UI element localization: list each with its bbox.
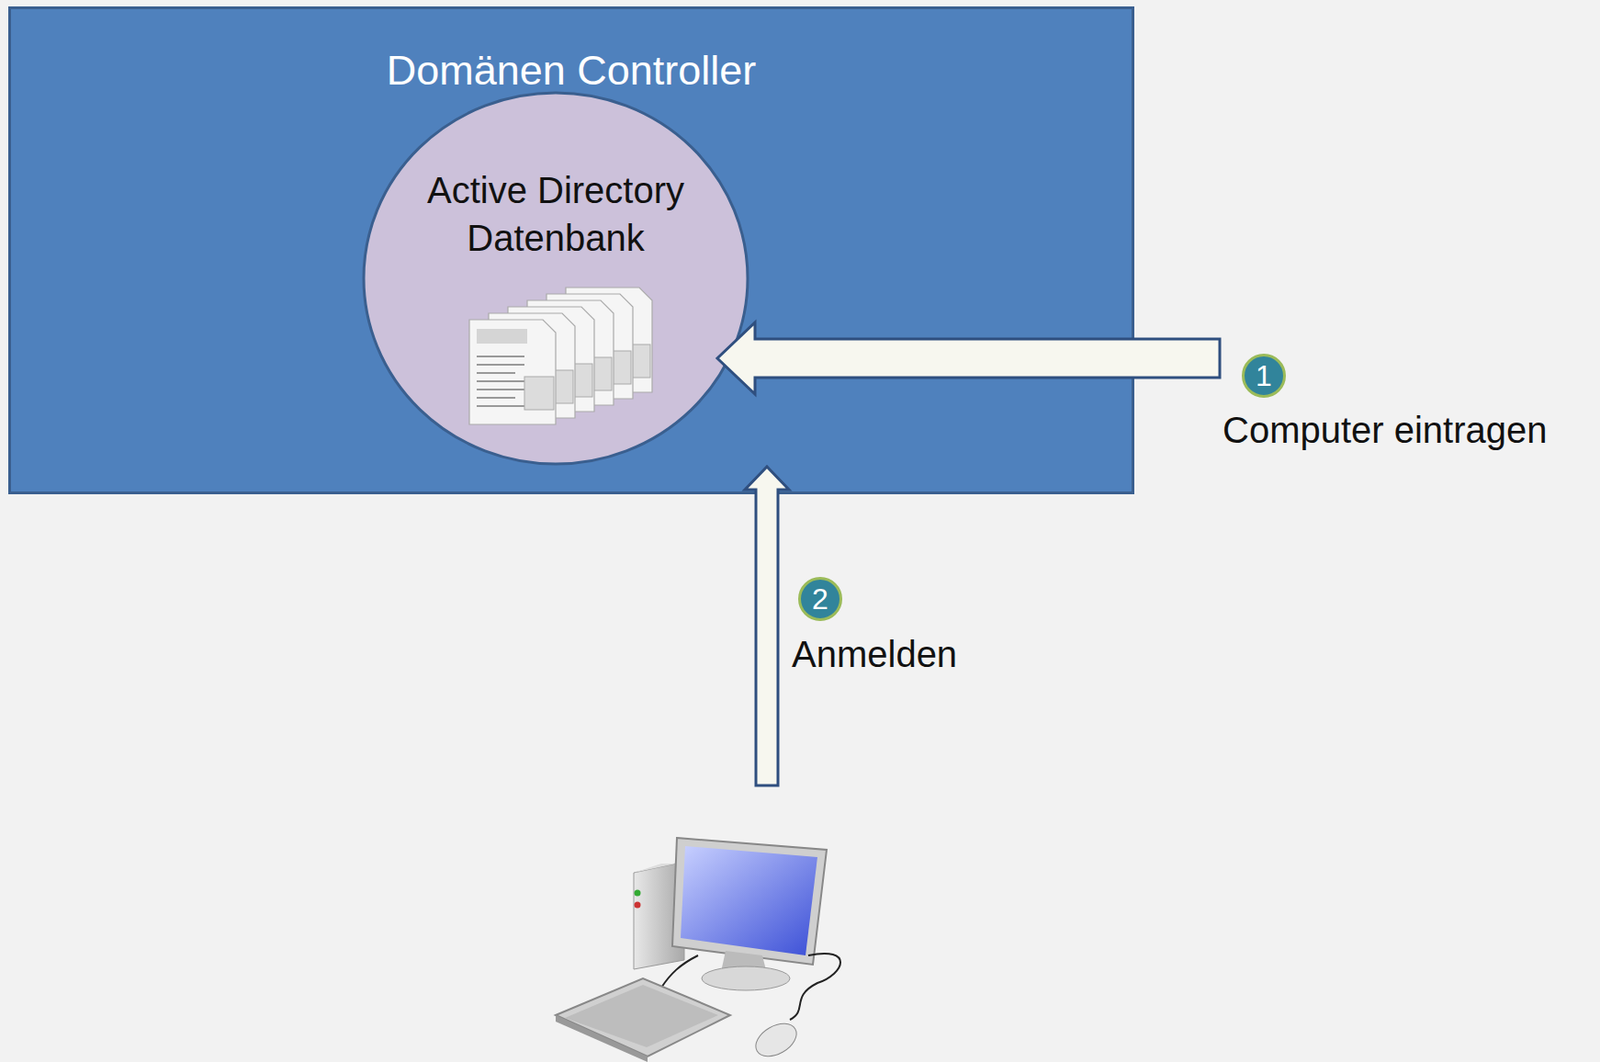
computer-icon (555, 837, 841, 1062)
arrow (717, 322, 1220, 395)
document-stack (469, 287, 653, 425)
circle-label: Active Directory Datenbank (404, 166, 708, 262)
callout-number: 2 (798, 576, 843, 621)
step-label: Computer eintragen (1222, 407, 1548, 452)
box-title: Domänen Controller (11, 44, 1132, 99)
arrow (744, 466, 789, 786)
step-label: Anmelden (791, 631, 958, 677)
server-box: Domänen ControllerActive Directory Daten… (8, 6, 1135, 495)
callout-number: 1 (1241, 353, 1286, 398)
